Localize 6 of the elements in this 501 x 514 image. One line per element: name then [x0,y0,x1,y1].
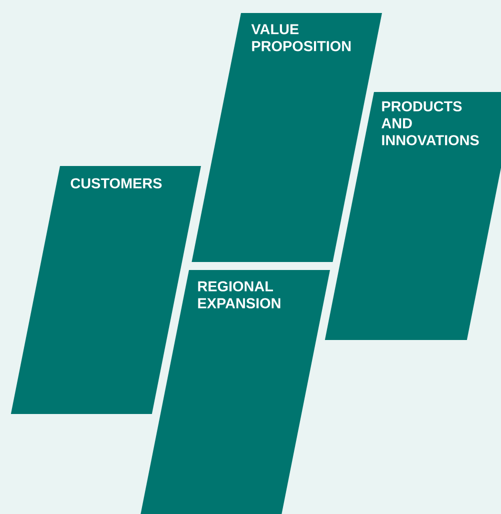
parallelogram-panel: PRODUCTS AND INNOVATIONS [324,92,501,340]
node-label: PRODUCTS AND INNOVATIONS [382,101,479,146]
node-label: VALUE PROPOSITION [251,24,351,52]
node-label: REGIONAL EXPANSION [198,281,280,308]
node-label: CUSTOMERS [70,178,162,188]
parallelogram-panel: VALUE PROPOSITION [192,13,382,262]
